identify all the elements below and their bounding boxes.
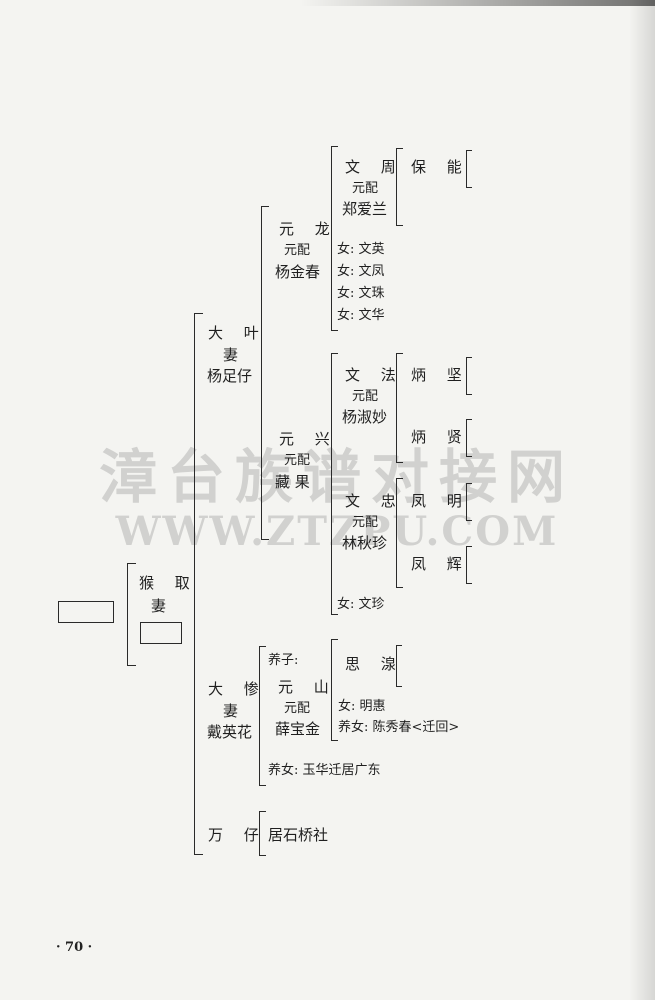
yuanxing-name: 元 兴 bbox=[279, 430, 338, 448]
fengming-name: 凤 明 bbox=[411, 492, 470, 510]
daye-spouse-label: 妻 bbox=[223, 346, 239, 364]
baoneng-name: 保 能 bbox=[411, 158, 470, 176]
fenghui-name: 凤 辉 bbox=[411, 555, 470, 573]
bracket-bingxian-empty bbox=[466, 419, 472, 457]
yuanxing-spouse: 藏 果 bbox=[275, 473, 310, 491]
houqu-spouse-label: 妻 bbox=[151, 597, 167, 615]
daughter-wenzhen: 女: 文珍 bbox=[337, 597, 385, 612]
bracket-wenzhong-sons bbox=[396, 478, 403, 588]
bracket-g1 bbox=[127, 563, 136, 666]
wenzhou-spouse-label: 元配 bbox=[352, 181, 379, 196]
houqu-spouse-empty-box bbox=[140, 622, 182, 644]
adopted-daughter-xiuchun: 养女: 陈秀春<迁回> bbox=[338, 720, 460, 735]
wenfa-spouse: 杨淑妙 bbox=[342, 408, 388, 426]
wenfa-name: 文 法 bbox=[345, 366, 404, 384]
siyuan-name: 思 湶 bbox=[345, 655, 404, 673]
dacan-spouse-label: 妻 bbox=[223, 702, 239, 720]
wenzhong-spouse: 林秋珍 bbox=[342, 534, 388, 552]
yuanlong-name: 元 龙 bbox=[279, 220, 338, 238]
daughter-wenhua: 女: 文华 bbox=[337, 308, 385, 323]
wanzai-note: 居石桥社 bbox=[268, 826, 329, 844]
ancestor-empty-box bbox=[58, 601, 114, 623]
bingjian-name: 炳 坚 bbox=[411, 366, 470, 384]
scan-edge-top bbox=[300, 0, 655, 6]
daughter-minghui: 女: 明惠 bbox=[338, 699, 386, 714]
bracket-wenfa-sons bbox=[396, 353, 403, 463]
wenzhou-name: 文 周 bbox=[345, 158, 404, 176]
yuanshan-name: 元 山 bbox=[278, 678, 337, 696]
watermark-url: WWW.ZTZPU.COM bbox=[115, 508, 559, 555]
scan-edge-right bbox=[629, 0, 655, 1000]
yuanlong-spouse-label: 元配 bbox=[284, 243, 311, 258]
wanzai-name: 万 仔 bbox=[208, 826, 267, 844]
bingxian-name: 炳 贤 bbox=[411, 428, 470, 446]
bracket-daye-sons bbox=[261, 206, 269, 540]
bracket-wanzai bbox=[259, 811, 266, 856]
yuanshan-spouse-label: 元配 bbox=[284, 701, 311, 716]
yuanshan-adopted-label: 养子: bbox=[268, 653, 299, 668]
yuanshan-spouse: 薛宝金 bbox=[275, 720, 321, 738]
bracket-siyuan-empty bbox=[396, 645, 402, 687]
bracket-yuanshan-children bbox=[331, 639, 338, 741]
bracket-wenzhou-sons bbox=[396, 148, 403, 226]
wenzhou-spouse: 郑爱兰 bbox=[342, 200, 388, 218]
bracket-bingjian-empty bbox=[466, 357, 472, 395]
wenzhong-name: 文 忠 bbox=[345, 492, 404, 510]
dacan-name: 大 惨 bbox=[208, 680, 267, 698]
yuhua-note: 养女: 玉华迁居广东 bbox=[268, 763, 381, 778]
dacan-spouse: 戴英花 bbox=[207, 723, 253, 741]
daughter-wenying: 女: 文英 bbox=[337, 242, 385, 257]
daye-name: 大 叶 bbox=[208, 324, 267, 342]
yuanlong-spouse: 杨金春 bbox=[275, 263, 321, 281]
wenfa-spouse-label: 元配 bbox=[352, 389, 379, 404]
bracket-fengming-empty bbox=[466, 483, 472, 521]
wenzhong-spouse-label: 元配 bbox=[352, 515, 379, 530]
daughter-wenzhu: 女: 文珠 bbox=[337, 286, 385, 301]
yuanxing-spouse-label: 元配 bbox=[284, 453, 311, 468]
bracket-yuanlong-children bbox=[331, 146, 338, 331]
bracket-fenghui-empty bbox=[466, 546, 472, 584]
bracket-g2 bbox=[194, 313, 203, 855]
page-number: · 70 · bbox=[56, 940, 93, 955]
bracket-yuanxing-children bbox=[331, 353, 338, 615]
daughter-wenfeng: 女: 文凤 bbox=[337, 264, 385, 279]
daye-spouse: 杨足仔 bbox=[207, 367, 253, 385]
bracket-baoneng-empty bbox=[466, 150, 472, 188]
houqu-name: 猴 取 bbox=[139, 574, 198, 592]
bracket-dacan-children bbox=[259, 646, 266, 786]
